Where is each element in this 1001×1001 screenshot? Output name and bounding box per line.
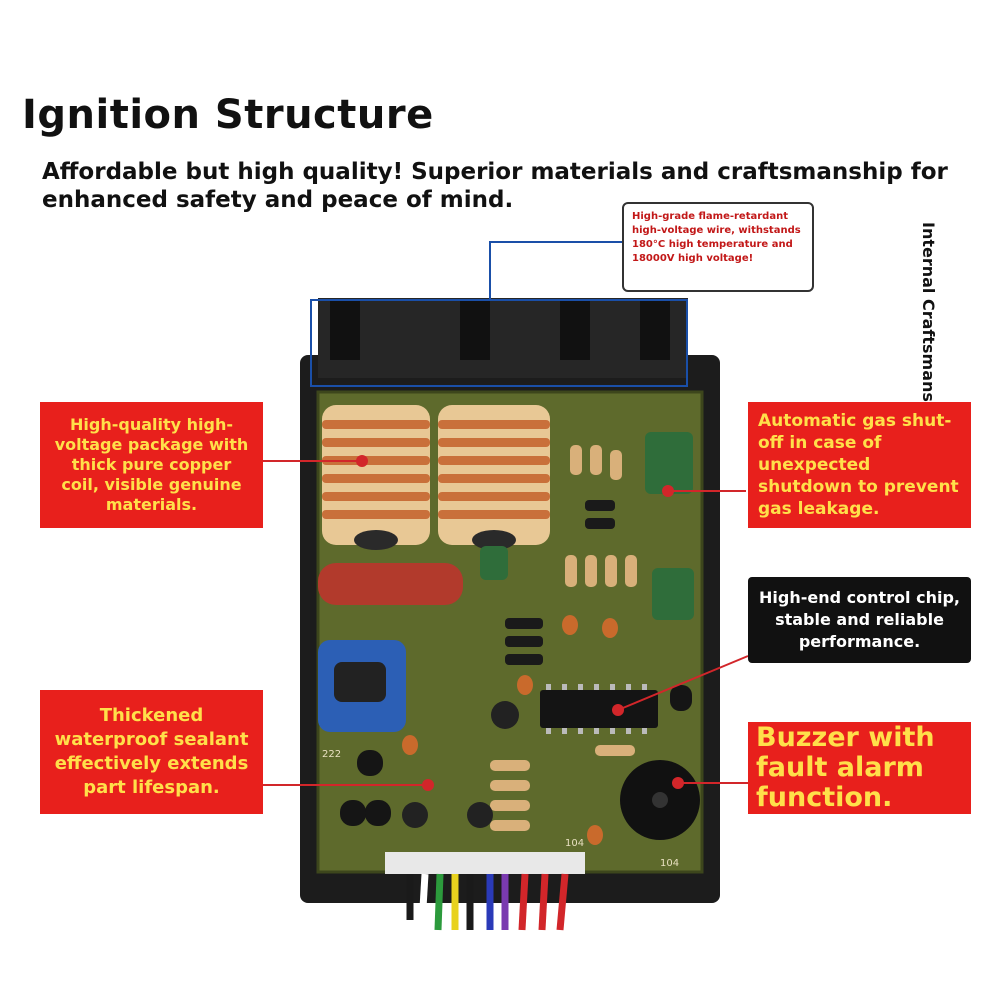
callout-leader-lines [263, 241, 749, 791]
wire-highlight-frame [310, 299, 688, 387]
callout-gas-shutoff: Automatic gas shut-off in case of unexpe… [748, 402, 971, 528]
resistors [490, 445, 637, 831]
ceramic-capacitors [402, 615, 618, 845]
side-label: Internal Craftsmanship [919, 222, 938, 431]
callout-copper-coil: High-quality high-voltage package with t… [40, 402, 263, 528]
diodes [505, 500, 615, 665]
callout-buzzer: Buzzer with fault alarm function. [748, 722, 971, 814]
blue-transformer [318, 640, 406, 732]
pcb-label-222: 222 [322, 749, 341, 760]
high-voltage-coil-left [322, 405, 430, 550]
connector-header [385, 852, 585, 874]
green-capacitor-top [645, 432, 693, 494]
buzzer [620, 760, 700, 840]
transistors [340, 685, 692, 826]
electrolytic-capacitors [402, 701, 519, 828]
green-capacitor-small [480, 546, 508, 580]
pcb-label-104-a: 104 [565, 838, 584, 849]
page-subtitle: Affordable but high quality! Superior ma… [42, 159, 948, 213]
pcb-label-104-b: 104 [660, 858, 679, 869]
wire-clamps [318, 298, 688, 378]
callout-high-voltage-wire: High-grade flame-retardant high-voltage … [622, 202, 814, 292]
high-voltage-coil-right [438, 405, 550, 550]
page-title: Ignition Structure [22, 92, 434, 138]
red-capacitor [318, 563, 463, 605]
control-chip [540, 684, 658, 734]
callout-control-chip: High-end control chip, stable and reliab… [748, 577, 971, 663]
callout-waterproof-sealant: Thickened waterproof sealant effectively… [40, 690, 263, 814]
green-capacitor-mid [652, 568, 694, 620]
lead-wires [406, 873, 569, 931]
